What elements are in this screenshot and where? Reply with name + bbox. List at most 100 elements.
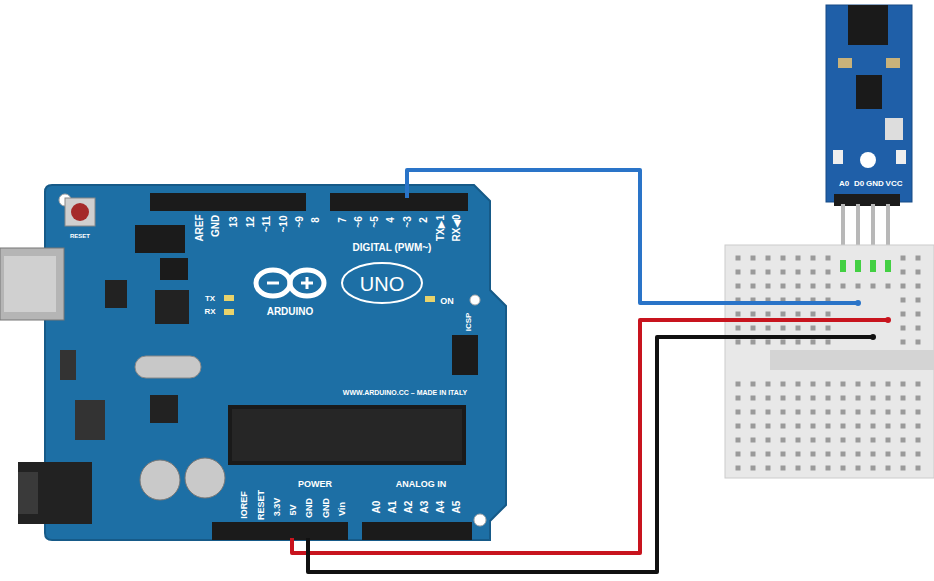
breadboard-hole [766,312,771,317]
pin-label: A1 [388,501,398,514]
pin-label: RX◀0 [452,214,462,241]
pin-label: A2 [404,501,414,514]
breadboard-hole [766,410,771,415]
breadboard-hole [871,382,876,387]
breadboard-hole [736,452,741,457]
breadboard-hole [736,410,741,415]
breadboard-hole [856,424,861,429]
breadboard-hole [871,410,876,415]
crystal [135,356,201,378]
signal-wire [407,170,858,303]
breadboard-hole [781,452,786,457]
capacitor [185,458,225,498]
breadboard-hole [751,256,756,261]
breadboard-hole [871,452,876,457]
breadboard-hole [901,256,906,261]
breadboard-holes [736,256,921,471]
breadboard-hole [916,452,921,457]
breadboard-hole [841,382,846,387]
breadboard-hole [766,424,771,429]
breadboard-hole [766,466,771,471]
breadboard-hole [781,382,786,387]
mount-hole [470,295,480,305]
usb-connector [0,248,64,320]
wire-end [855,300,861,306]
microcontroller [228,405,466,465]
pin-label: TX▶1 [436,215,446,241]
breadboard-hole [766,270,771,275]
breadboard-hole [796,438,801,443]
breadboard-channel [770,350,934,370]
breadboard-hole [751,396,756,401]
led-label: RX [204,308,215,316]
breadboard-hole [751,452,756,457]
breadboard-hole [856,382,861,387]
breadboard-hole [751,340,756,345]
breadboard-hole [826,382,831,387]
breadboard-hole [886,466,891,471]
breadboard-hole [811,284,816,289]
arduino-logo [306,277,309,289]
breadboard-hole [901,466,906,471]
breadboard-hole [766,438,771,443]
breadboard-hole [856,452,861,457]
pin-label: 2 [419,217,429,223]
breadboard-hole [916,326,921,331]
pin-label: 4 [386,217,396,223]
pin-markers [840,260,891,272]
pin-header [150,193,306,211]
breadboard [725,245,934,478]
mount-hole [860,152,876,168]
header-label: ANALOG IN [396,480,447,489]
breadboard-hole [766,326,771,331]
breadboard-hole [901,270,906,275]
breadboard-hole [841,452,846,457]
usb-connector [4,256,56,312]
header-label: ICSP [465,313,473,332]
breadboard-hole [736,312,741,317]
breadboard-hole [826,396,831,401]
breadboard-hole [736,396,741,401]
breadboard-hole [811,382,816,387]
arduino-logo [267,282,279,285]
breadboard-hole [856,410,861,415]
breadboard-hole [781,270,786,275]
sensor-pin-label: D0 [854,180,864,188]
pin-header [212,522,348,540]
breadboard-hole [901,298,906,303]
board-url: WWW.ARDUINO.CC – MADE IN ITALY [343,389,467,396]
pin-label: 7 [338,217,348,223]
wire-end [870,334,876,340]
resistor [838,58,852,68]
breadboard-hole [736,270,741,275]
breadboard-hole [811,270,816,275]
breadboard-hole [766,284,771,289]
breadboard-hole [796,452,801,457]
pin-label: GND [305,498,314,518]
breadboard-hole [886,396,891,401]
breadboard-hole [736,382,741,387]
breadboard-hole [796,410,801,415]
breadboard-hole [751,326,756,331]
breadboard-hole [766,452,771,457]
sensor-pin-label: VCC [886,180,903,188]
breadboard-hole [886,424,891,429]
breadboard-hole [766,396,771,401]
breadboard-hole [781,312,786,317]
led [224,295,234,301]
breadboard-hole [811,452,816,457]
pin-label: Vin [338,502,347,516]
breadboard-hole [751,284,756,289]
breadboard-hole [871,466,876,471]
pin-label: A4 [436,501,446,514]
pin-label: ~3 [403,216,413,227]
pin-label: A5 [452,501,462,514]
breadboard-hole [736,340,741,345]
pin-header [135,225,185,253]
pin-label: ~9 [295,216,305,227]
pin-label: GND [322,498,331,518]
breadboard-hole [766,340,771,345]
pin-header [330,193,468,211]
sensor-pin-label: A0 [839,180,849,188]
breadboard-hole [751,312,756,317]
